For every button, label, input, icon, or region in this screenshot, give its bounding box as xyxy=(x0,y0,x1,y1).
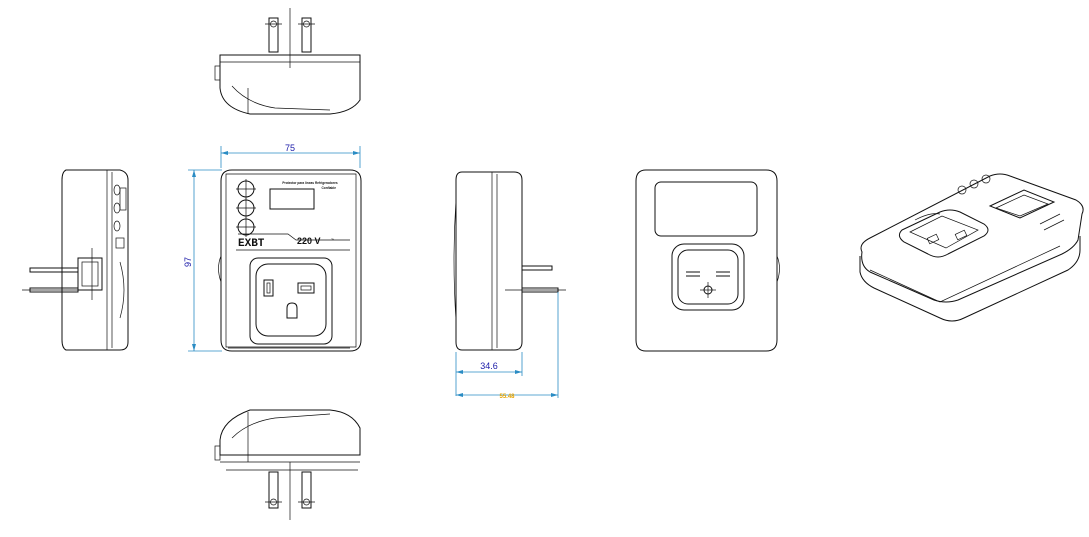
dimension-depth-total-label: 55.48 xyxy=(499,394,515,400)
bottom-view xyxy=(214,409,361,520)
left-side-view xyxy=(22,169,129,351)
rear-view xyxy=(635,169,780,352)
front-voltage: 220 V xyxy=(297,236,321,246)
isometric-view xyxy=(859,173,1084,322)
top-view xyxy=(214,8,361,115)
dimension-depth-body: 34.6 xyxy=(455,352,523,396)
dimension-height: 97 xyxy=(183,169,222,352)
right-side-view: 34.6 55.48 xyxy=(453,171,566,400)
dimension-depth-body-label: 34.6 xyxy=(480,361,498,371)
dimension-depth-total: 55.48 xyxy=(456,292,559,400)
front-header-line1: Protector para líneas Refrigeradores xyxy=(282,181,337,185)
front-view: 75 97 Protector para líneas Refrigerador… xyxy=(183,143,362,352)
dimension-height-label: 97 xyxy=(183,257,193,267)
front-brand: EXBT xyxy=(238,238,265,250)
front-voltage-suffix: ~ xyxy=(331,237,334,243)
dimension-width-label: 75 xyxy=(285,143,295,153)
dimension-width: 75 xyxy=(220,143,361,168)
front-header-line2: Confiable xyxy=(321,186,336,190)
